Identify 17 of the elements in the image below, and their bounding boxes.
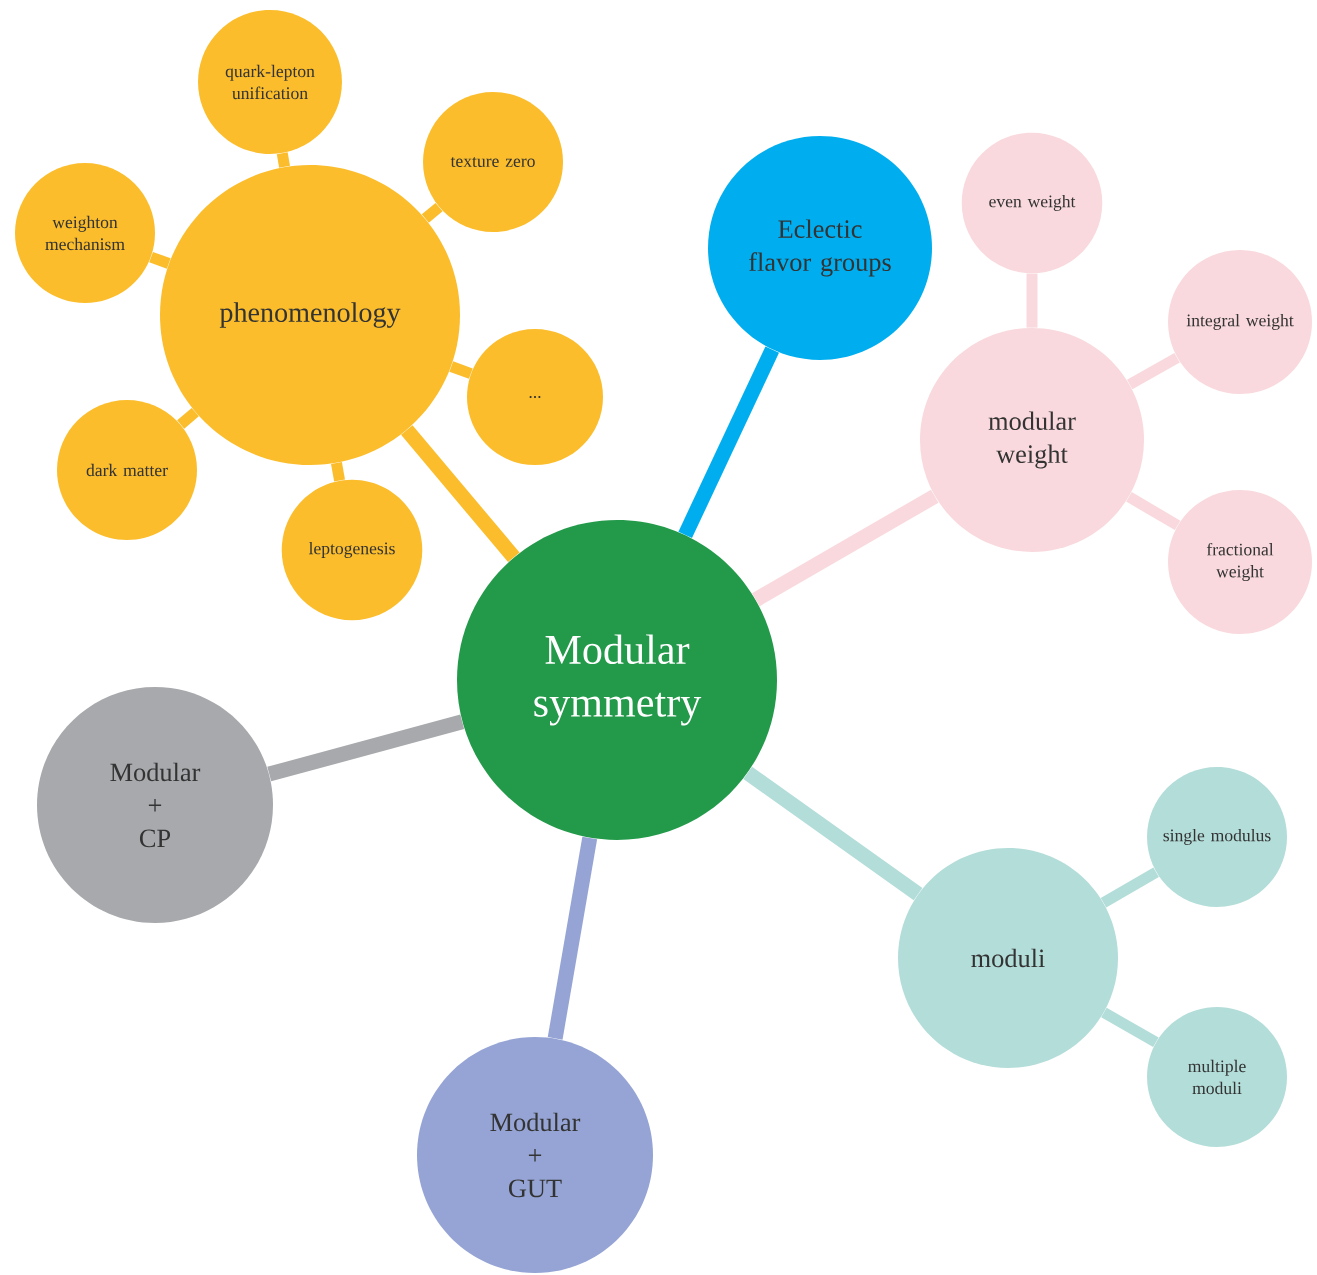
- connector: [1127, 352, 1180, 390]
- connector: [1026, 273, 1038, 328]
- connector: [752, 489, 939, 607]
- connector: [421, 202, 443, 223]
- connector: [331, 462, 345, 482]
- connector: [401, 425, 520, 563]
- connector: [267, 714, 465, 782]
- connector: [177, 407, 199, 429]
- connector: [449, 361, 473, 379]
- connector: [1100, 867, 1159, 908]
- connector: [1126, 492, 1181, 531]
- connector: [743, 766, 923, 901]
- connector: [149, 251, 171, 269]
- connector: [547, 836, 598, 1040]
- connector: [276, 152, 290, 168]
- connector: [678, 346, 780, 539]
- connector: [1101, 1007, 1159, 1047]
